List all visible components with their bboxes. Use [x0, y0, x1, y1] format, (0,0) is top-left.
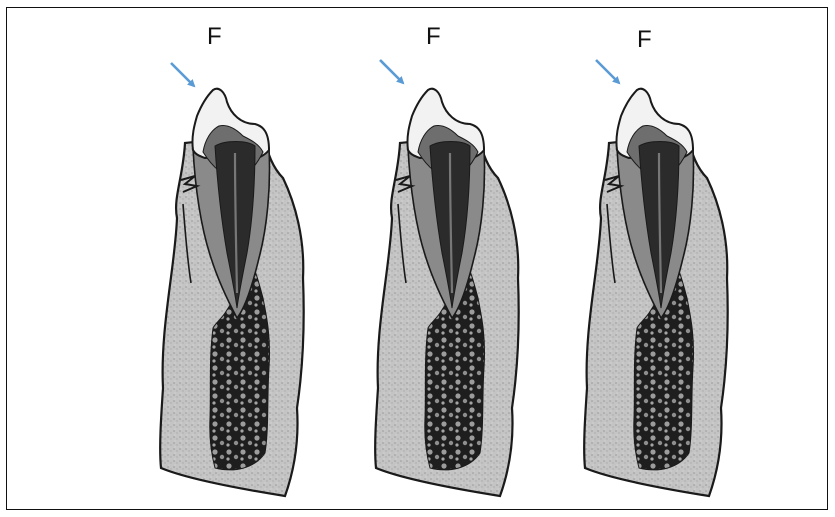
arrow-icon-1 [171, 63, 194, 86]
tooth-section-2 [375, 89, 519, 496]
tooth-diagrams [7, 8, 829, 511]
figure-frame: F F F [6, 7, 828, 510]
tooth-section-1 [160, 89, 304, 496]
arrow-icon-3 [596, 60, 619, 83]
arrow-icon-2 [380, 60, 403, 83]
tooth-section-3 [584, 89, 728, 496]
